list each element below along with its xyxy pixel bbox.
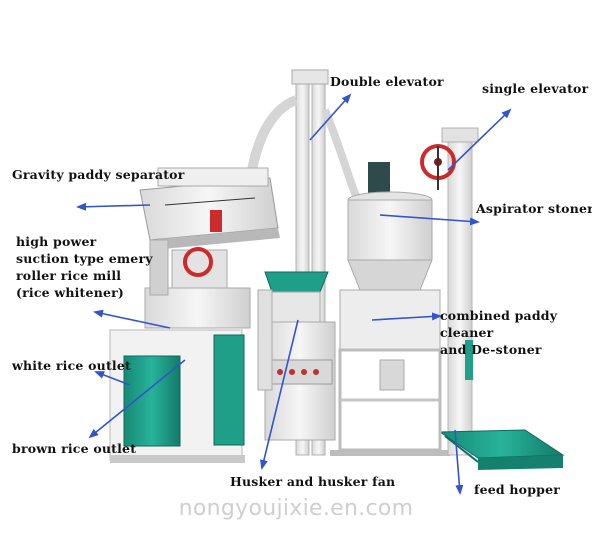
callout-arrows — [76, 93, 512, 495]
label-combined-cleaner-line: combined paddy cleaner — [440, 308, 558, 340]
label-white-rice-outlet: white rice outlet — [12, 358, 132, 373]
label-combined-cleaner-line: and De-stoner — [440, 342, 542, 357]
rice-mill — [144, 239, 251, 329]
label-aspirator-stoner: Aspirator stoner — [476, 201, 592, 216]
watermark: nongyoujixie.en.com — [178, 496, 414, 521]
aspirator-stoner — [347, 162, 433, 291]
label-double-elevator: Double elevator — [330, 74, 444, 89]
label-combined-cleaner: combined paddy cleaner and De-stoner — [440, 307, 592, 358]
motor-icon — [368, 162, 390, 194]
gravity-separator — [139, 167, 280, 250]
outlet-cabinet — [109, 329, 245, 463]
label-feed-hopper: feed hopper — [474, 482, 561, 497]
combined-cleaner — [338, 289, 442, 452]
feed-hopper-shape — [438, 429, 565, 470]
husker — [257, 271, 336, 441]
label-brown-rice-outlet: brown rice outlet — [12, 441, 137, 456]
label-gravity-separator: Gravity paddy separator — [12, 167, 185, 182]
label-rice-mill-line: (rice whitener) — [16, 285, 125, 300]
label-husker: Husker and husker fan — [230, 474, 396, 489]
label-single-elevator: single elevator — [482, 81, 589, 96]
label-rice-mill: high power suction type emery roller ric… — [16, 233, 153, 301]
label-rice-mill-line: suction type emery — [16, 251, 153, 266]
single-elevator — [420, 127, 479, 456]
label-rice-mill-line: high power — [16, 234, 97, 249]
label-rice-mill-line: roller rice mill — [16, 268, 122, 283]
base-frame — [330, 450, 450, 456]
